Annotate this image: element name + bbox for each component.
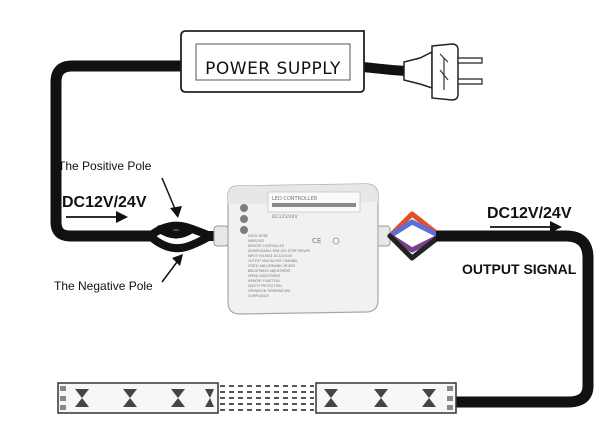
spec-line: OUTPUT MAX 6A PER CHANNEL — [248, 259, 298, 263]
output-cable — [436, 230, 594, 408]
controller-model: DC12V/24V — [272, 214, 299, 220]
controller-title: LED CONTROLLER — [272, 196, 318, 202]
power-supply: POWER SUPPLY — [180, 30, 365, 93]
spec-line: WIRELESS — [248, 239, 264, 243]
spec-line: BRIGHTNESS ADJUSTMENT — [248, 269, 291, 273]
led-chip — [324, 389, 338, 407]
led-controller: LED CONTROLLER DC12V/24V CE MULTI-MODE W… — [213, 183, 391, 315]
input-pole-wires — [146, 221, 214, 253]
ce-mark: CE — [312, 237, 321, 245]
spec-line: STATIC AND DYNAMIC MODES — [248, 264, 295, 268]
controller-spec-list: MULTI-MODE WIRELESS REMOTE CONTROLLER AD… — [248, 234, 311, 298]
led-chip — [205, 389, 214, 407]
led-chip — [374, 389, 388, 407]
controller-title-bar — [272, 203, 356, 207]
positive-pole-label: The Positive Pole — [58, 159, 152, 173]
controller-button-3[interactable] — [240, 226, 248, 234]
led-strip-segment-right — [315, 382, 457, 414]
input-direction-arrowhead — [116, 211, 128, 223]
led-strip-segment-left — [57, 382, 219, 414]
spec-line: REMOTE CONTROLLER — [248, 244, 285, 248]
output-voltage-label: DC12V/24V — [487, 205, 572, 222]
spec-line: ADDRESSABLE RGB LED STRIP DRIVER — [248, 249, 311, 253]
output-signal-label: OUTPUT SIGNAL — [462, 261, 577, 277]
controller-button-2[interactable] — [240, 215, 248, 223]
led-chip — [123, 389, 137, 407]
led-strip-continuation — [220, 385, 314, 411]
controller-indicator-icon — [332, 237, 340, 245]
led-chip — [422, 389, 436, 407]
strip-pad — [60, 405, 66, 410]
power-supply-label: POWER SUPPLY — [205, 59, 341, 79]
spec-line: MULTI-MODE — [248, 234, 268, 238]
spec-line: MEMORY FUNCTION — [248, 279, 280, 283]
strip-pad — [447, 396, 453, 401]
positive-pole-arrowhead — [170, 206, 182, 218]
led-chip — [171, 389, 185, 407]
plug-icon — [403, 43, 483, 101]
spec-line: COMPLIANCE — [248, 294, 269, 298]
input-voltage-label: DC12V/24V — [62, 194, 147, 211]
output-rgb-wires — [387, 211, 443, 261]
spec-line: SPEED ADJUSTMENT — [248, 274, 280, 278]
strip-pad — [60, 396, 66, 401]
strip-pad — [447, 386, 453, 391]
input-cable — [50, 60, 181, 242]
spec-line: SAFETY PROTECTION — [248, 284, 282, 288]
negative-pole-arrowhead — [172, 254, 183, 266]
spec-line: OPERATION TEMPERATURE — [248, 289, 290, 293]
led-chip — [75, 389, 89, 407]
negative-pole-label: The Negative Pole — [54, 279, 153, 293]
led-strip — [57, 382, 457, 414]
strip-pad — [447, 405, 453, 410]
controller-button-1[interactable] — [240, 204, 248, 212]
output-direction-arrowhead — [550, 221, 562, 233]
strip-pad — [60, 386, 66, 391]
spec-line: INPUT VOLTAGE DC12V/24V — [248, 254, 293, 258]
